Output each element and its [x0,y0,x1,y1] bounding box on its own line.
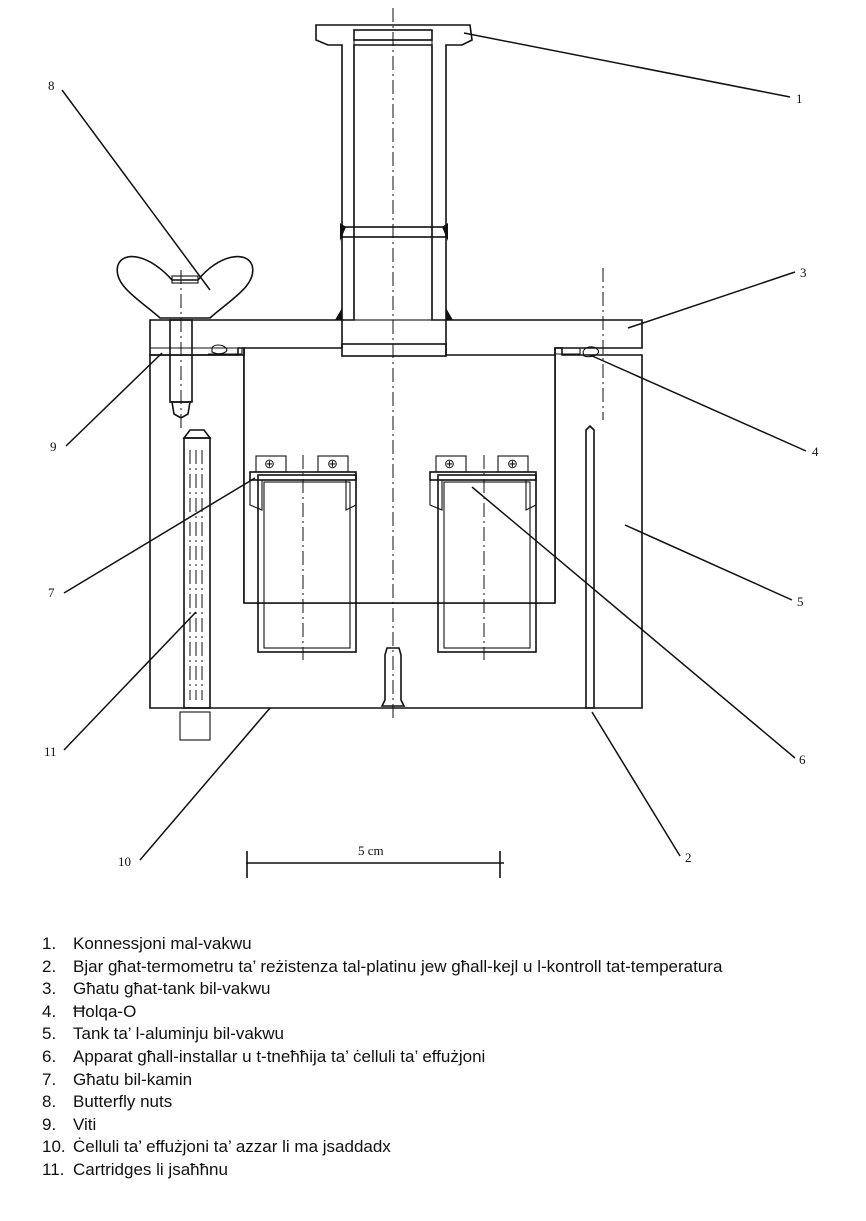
effusion-cell-right: ⊕ ⊕ [429,455,537,660]
leader-6 [471,486,796,759]
effusion-apparatus-diagram: ⊕ ⊕ ⊕ ⊕ 1 2 3 4 5 6 7 8 9 [44,8,819,878]
scale-bar: 5 cm [246,843,504,878]
aluminium-vacuum-tank [149,347,643,709]
leader-4 [589,354,807,452]
legend-item: 1.Konnessjoni mal-vakwu [42,934,252,953]
legend-item: 8.Butterfly nuts [42,1092,173,1112]
svg-text:⊕: ⊕ [327,456,338,471]
thermometer-bore [585,424,595,709]
callout-5: 5 [797,594,804,609]
bottom-bolt [380,647,406,707]
callout-10: 10 [118,854,131,869]
legend-item: 2.Bjar għat-termometru ta’ reżistenza ta… [42,956,723,976]
legend-item: 4.Ħolqa-O [42,1001,137,1021]
legend-item: 5.Tank ta’ l-aluminju bil-vakwu [42,1024,285,1044]
leader-11 [63,611,197,751]
scale-bar-label: 5 cm [358,843,384,858]
leader-7 [63,477,256,594]
legend-item: 10.Ċelluli ta’ effużjoni ta’ azzar li ma… [42,1137,391,1157]
vacuum-tank-lid [149,308,643,357]
leader-2 [591,711,681,857]
leader-1 [463,32,791,98]
callout-2: 2 [685,850,692,865]
legend-item: 11.Cartridges li jsaħħnu [42,1159,228,1179]
callout-4: 4 [812,444,819,459]
heating-cartridge [179,429,212,741]
leader-5 [624,524,793,601]
svg-text:⊕: ⊕ [264,456,275,471]
legend-item: 3.Għatu għat-tank bil-vakwu [42,979,271,999]
effusion-cell-left: ⊕ ⊕ [249,455,357,660]
leader-10 [139,707,271,861]
svg-text:⊕: ⊕ [507,456,518,471]
leader-lines [61,32,807,861]
butterfly-nut [116,255,254,319]
legend-item: 6.Apparat għall-installar u t-tneħħija t… [42,1046,486,1066]
callout-labels: 1 2 3 4 5 6 7 8 9 10 11 [44,78,819,869]
leader-8 [61,89,211,291]
legend-item: 9.Viti [42,1114,97,1134]
callout-7: 7 [48,585,55,600]
leader-9 [65,352,163,447]
callout-9: 9 [50,439,57,454]
svg-text:⊕: ⊕ [444,456,455,471]
parts-legend: 1.Konnessjoni mal-vakwu 2.Bjar għat-term… [42,933,722,1182]
callout-6: 6 [799,752,806,767]
leader-3 [627,271,796,329]
callout-11: 11 [44,744,57,759]
o-ring [556,346,600,358]
callout-3: 3 [800,265,807,280]
vacuum-connection [315,24,473,321]
callout-8: 8 [48,78,55,93]
legend-item: 7.Għatu bil-kamin [42,1069,193,1089]
callout-1: 1 [796,91,803,106]
screw [150,319,243,419]
